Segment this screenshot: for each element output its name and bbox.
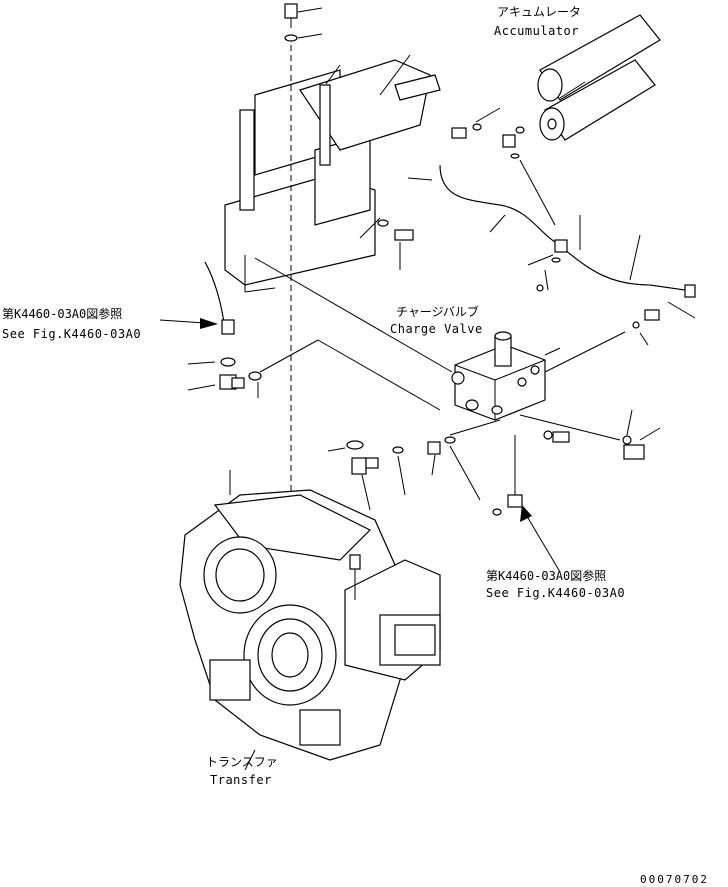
- accumulator: [537, 14, 661, 141]
- bracket-assembly: [224, 54, 441, 293]
- left-reference-label-jp: 第K4460-03A0図参照: [2, 306, 122, 321]
- charge-valve: [254, 257, 626, 441]
- accumulator-label-jp: アキュムレータ: [497, 5, 581, 19]
- accumulator-fittings: [451, 107, 556, 226]
- left-reference-label-en: See Fig.K4460-03A0: [2, 327, 141, 341]
- valve-fittings: [327, 409, 661, 516]
- transfer-label-jp: トランスファ: [206, 755, 278, 769]
- right-reference-label: 第K4460-03A0図参照 See Fig.K4460-03A0: [486, 568, 625, 600]
- left-fittings: [187, 357, 262, 398]
- accumulator-label: アキュムレータ Accumulator: [494, 5, 581, 38]
- right-reference-arrow: [507, 494, 561, 573]
- hose-fittings: [527, 239, 696, 346]
- transfer-case: [179, 470, 441, 771]
- left-reference-arrow: [159, 318, 235, 335]
- right-reference-label-jp: 第K4460-03A0図参照: [486, 568, 606, 583]
- right-reference-label-en: See Fig.K4460-03A0: [486, 586, 625, 600]
- charge-valve-label-en: Charge Valve: [390, 322, 483, 336]
- transfer-label: トランスファ Transfer: [206, 755, 278, 787]
- transfer-label-en: Transfer: [210, 773, 272, 787]
- top-bolt: [284, 3, 323, 42]
- drawing-code: 00070702: [640, 873, 709, 886]
- charge-valve-label-jp: チャージバルブ: [396, 304, 479, 319]
- accumulator-label-en: Accumulator: [494, 24, 579, 38]
- left-reference-label: 第K4460-03A0図参照 See Fig.K4460-03A0: [2, 306, 141, 341]
- charge-valve-label: チャージバルブ Charge Valve: [390, 304, 483, 336]
